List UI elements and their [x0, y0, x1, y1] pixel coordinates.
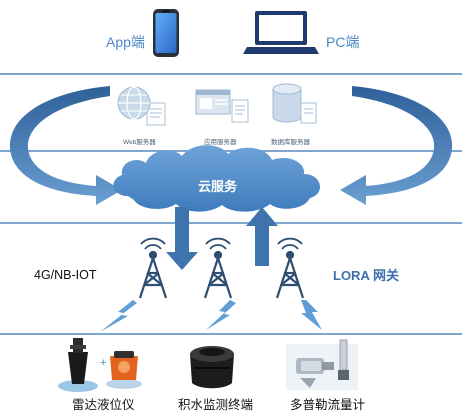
right-curved-arrow	[340, 86, 453, 205]
app-server-icon	[195, 89, 249, 123]
4g-nbiot-label: 4G/NB-IOT	[34, 268, 97, 282]
lora-gateway-label: LORA 网关	[333, 268, 399, 283]
wireless-link-3	[301, 300, 322, 330]
radar-level-meter-image: +	[58, 338, 142, 392]
down-arrow	[166, 207, 198, 270]
web-server-label: Web服务器	[123, 139, 156, 146]
separator-line-2	[0, 150, 462, 152]
left-curved-arrow	[9, 86, 122, 205]
water-monitoring-terminal-image	[190, 346, 234, 389]
doppler-flowmeter-label: 多普勒流量计	[290, 398, 366, 412]
cloud-shape	[113, 145, 321, 212]
water-terminal-label: 积水监测终端	[178, 398, 254, 412]
laptop-icon	[243, 11, 319, 54]
tower-3-icon	[275, 237, 305, 299]
up-arrow	[246, 207, 278, 266]
db-server-icon	[272, 83, 317, 124]
svg-text:+: +	[100, 357, 106, 369]
wireless-link-2	[206, 300, 236, 330]
cloud-service-label: 云服务	[198, 179, 238, 194]
separator-line-4	[0, 333, 462, 335]
separator-line-1	[0, 73, 462, 75]
doppler-flowmeter-image	[286, 339, 358, 390]
tower-2-icon	[203, 237, 233, 299]
app-client-label: App端	[106, 34, 145, 50]
db-server-label: 数据库服务器	[271, 139, 310, 146]
wireless-link-1	[100, 300, 137, 332]
radar-level-meter-label: 雷达液位仪	[72, 398, 135, 412]
pc-client-label: PC端	[326, 34, 360, 50]
web-server-icon	[117, 86, 166, 126]
tower-1-icon	[138, 237, 168, 299]
app-server-label: 应用服务器	[204, 139, 237, 146]
phone-icon	[153, 9, 179, 57]
separator-line-3	[0, 222, 462, 224]
